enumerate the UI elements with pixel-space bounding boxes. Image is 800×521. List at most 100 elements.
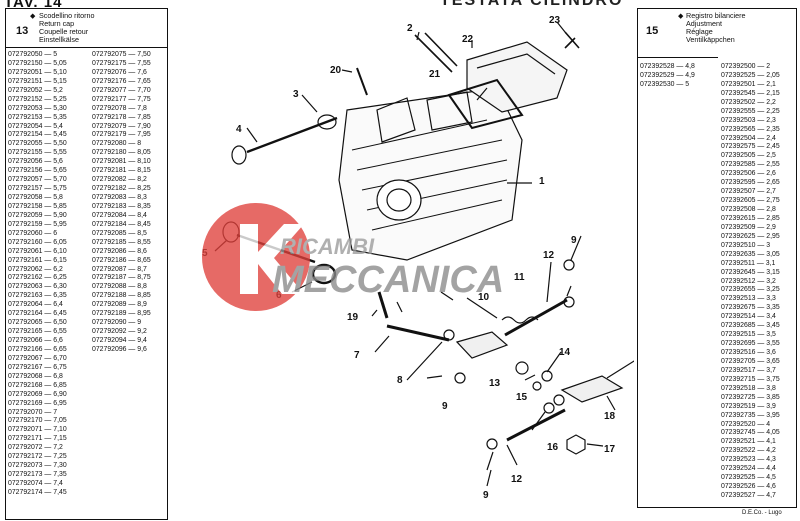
part-size: 7,85 bbox=[137, 113, 151, 121]
right-part-name-fr: Réglage bbox=[686, 27, 713, 36]
row-dash: — bbox=[42, 86, 54, 94]
row-dash: — bbox=[42, 149, 54, 157]
part-code: 072792089 bbox=[92, 301, 127, 309]
part-code: 072792075 bbox=[92, 51, 127, 58]
part-size: 3,35 bbox=[766, 304, 780, 312]
part-code: 072392521 bbox=[721, 438, 756, 446]
row-dash: — bbox=[42, 113, 54, 121]
part-code: 072792179 bbox=[92, 131, 127, 139]
part-row: 072392513 — 3,3 bbox=[721, 295, 780, 304]
part-row: 072392502 — 2,2 bbox=[721, 99, 780, 108]
row-dash: — bbox=[755, 349, 767, 356]
row-dash: — bbox=[42, 471, 54, 479]
part-code: 072792177 bbox=[92, 95, 127, 103]
row-dash: — bbox=[42, 310, 54, 318]
screw-part-23 bbox=[564, 31, 580, 49]
part-size: 5,4 bbox=[53, 122, 63, 130]
row-dash: — bbox=[755, 438, 767, 446]
part-size: 2,1 bbox=[766, 80, 776, 88]
part-size: 8 bbox=[137, 140, 142, 148]
part-row: 072792084 — 8,4 bbox=[92, 212, 151, 221]
part-row: 072792162 — 6,25 bbox=[8, 274, 67, 283]
part-code: 072792082 bbox=[92, 176, 127, 184]
part-code: 072792094 bbox=[92, 337, 127, 344]
left-header-divider bbox=[6, 47, 167, 48]
part-row: 072792176 — 7,65 bbox=[92, 78, 151, 87]
part-size: 2 bbox=[766, 63, 771, 70]
row-dash: — bbox=[755, 357, 767, 365]
part-code: 072392529 bbox=[640, 71, 675, 79]
part-row: 072392514 — 3,4 bbox=[721, 313, 780, 322]
row-dash: — bbox=[126, 122, 138, 130]
row-dash: — bbox=[126, 328, 138, 336]
part-code: 072792058 bbox=[8, 194, 43, 201]
part-size: 4,8 bbox=[685, 63, 695, 70]
part-code: 072792067 bbox=[8, 354, 43, 362]
watermark-line1: RICAMBI bbox=[280, 234, 375, 259]
part-size: 9 bbox=[137, 319, 142, 327]
part-row: 072792080 — 8 bbox=[92, 140, 151, 149]
callout-16: 16 bbox=[547, 442, 559, 453]
row-dash: — bbox=[755, 161, 767, 169]
part-code: 072792161 bbox=[8, 256, 43, 264]
part-row: 072792051 — 5,10 bbox=[8, 69, 67, 78]
printer-credit: D.E.Co. - Lugo bbox=[742, 510, 782, 516]
part-size: 5,65 bbox=[53, 167, 67, 175]
part-row: 072792090 — 9 bbox=[92, 319, 151, 328]
part-code: 072792055 bbox=[8, 140, 43, 148]
part-size: 8,35 bbox=[137, 202, 151, 210]
part-code: 072392528 bbox=[640, 63, 675, 70]
part-size: 6,50 bbox=[53, 319, 67, 327]
part-code: 072392735 bbox=[721, 411, 756, 419]
part-code: 072792157 bbox=[8, 185, 43, 193]
row-dash: — bbox=[755, 89, 767, 97]
row-dash: — bbox=[126, 176, 138, 184]
part-size: 3,6 bbox=[766, 349, 776, 356]
part-size: 8,8 bbox=[137, 283, 147, 291]
right-part-name-it: Registro bilanciere bbox=[686, 11, 746, 20]
part-code: 072792054 bbox=[8, 122, 43, 130]
part-size: 6,8 bbox=[53, 372, 63, 380]
row-dash: — bbox=[42, 194, 54, 201]
row-dash: — bbox=[755, 206, 767, 213]
part-code: 072792150 bbox=[8, 59, 43, 67]
part-code: 072792163 bbox=[8, 292, 43, 300]
part-code: 072792159 bbox=[8, 220, 43, 228]
part-code: 072392505 bbox=[721, 152, 756, 160]
part-size: 6,25 bbox=[53, 274, 67, 282]
part-code: 072392645 bbox=[721, 268, 756, 276]
part-code: 072792066 bbox=[8, 337, 43, 344]
part-row: 072792184 — 8,45 bbox=[92, 221, 151, 230]
row-dash: — bbox=[42, 488, 54, 496]
part-size: 5,75 bbox=[53, 185, 67, 193]
part-size: 3,1 bbox=[765, 259, 776, 267]
row-dash: — bbox=[42, 167, 54, 175]
row-dash: — bbox=[42, 95, 54, 103]
part-row: 072392585 — 2,55 bbox=[721, 161, 780, 170]
part-row: 072392507 — 2,7 bbox=[721, 188, 780, 197]
row-dash: — bbox=[42, 319, 54, 327]
part-code: 072792165 bbox=[8, 328, 43, 336]
part-row: 072792076 — 7,6 bbox=[92, 69, 151, 78]
part-row: 072792089 — 8,9 bbox=[92, 301, 151, 310]
part-code: 072392525 bbox=[721, 474, 756, 482]
part-size: 5,25 bbox=[53, 95, 67, 103]
part-row: 072392522 — 4,2 bbox=[721, 447, 780, 456]
part-size: 9,6 bbox=[137, 345, 147, 353]
row-dash: — bbox=[755, 331, 767, 339]
part-size: 4,7 bbox=[766, 492, 776, 499]
part-size: 7 bbox=[53, 408, 58, 416]
part-size: 2,75 bbox=[766, 197, 780, 205]
part-code: 072792158 bbox=[8, 202, 43, 210]
part-size: 3,05 bbox=[766, 250, 780, 258]
part-size: 7,05 bbox=[53, 417, 67, 425]
part-size: 7,45 bbox=[53, 488, 67, 496]
row-dash: — bbox=[126, 220, 138, 228]
part-size: 8,05 bbox=[137, 149, 151, 157]
row-dash: — bbox=[126, 265, 138, 273]
part-code: 072792050 bbox=[8, 51, 43, 58]
part-row: 072392511 — 3,1 bbox=[721, 260, 780, 269]
row-dash: — bbox=[755, 420, 767, 428]
